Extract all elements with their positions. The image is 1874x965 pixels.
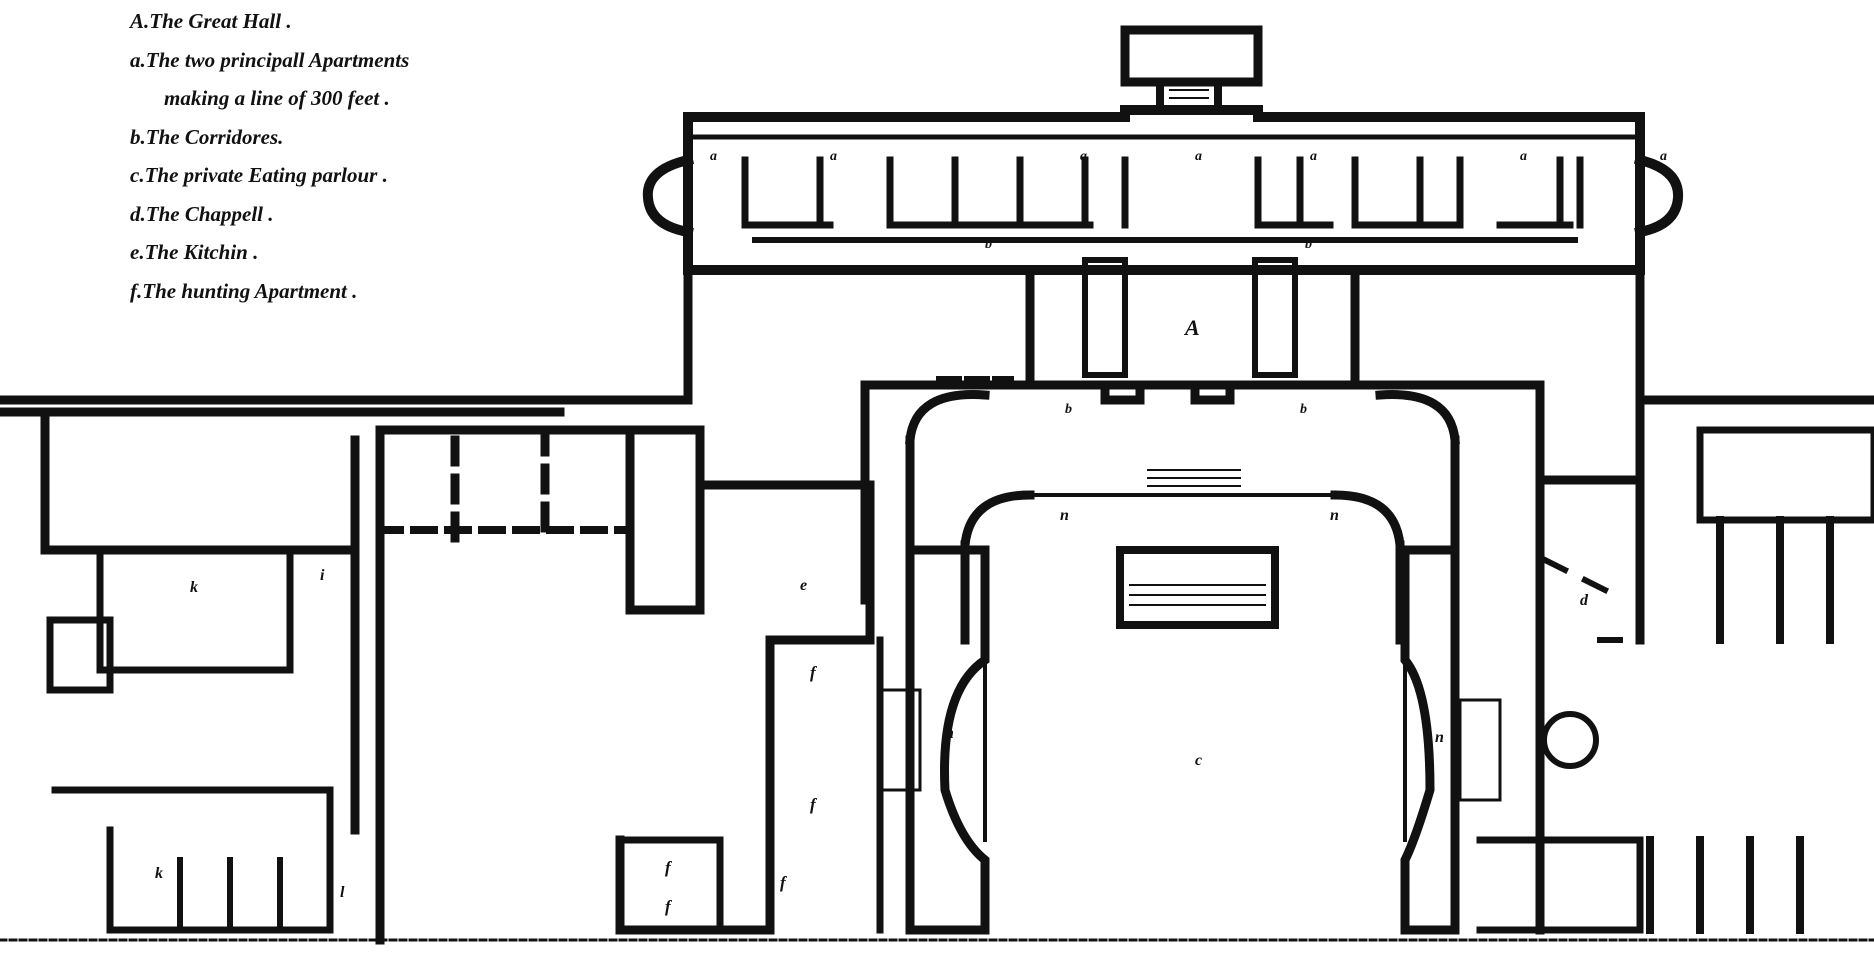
label-hunting: f [810,663,818,682]
east-service-wing [1476,265,1874,935]
forecourt-wings [878,545,1502,935]
label-hunting: f [810,795,818,814]
label-corridor: b [1305,237,1312,252]
label-n: n [1330,507,1339,524]
label-k: k [155,865,163,882]
label-l: l [340,884,345,901]
label-n: n [1435,729,1444,746]
north-portico [1120,25,1263,114]
quadrant-colonnades [860,376,1545,645]
legend-item: a.The two principall Apartments [130,47,410,72]
label-i: i [320,567,325,584]
entrance-steps [1116,469,1279,629]
partitions [741,156,1584,229]
label-apartment: a [710,149,717,164]
legend: A.The Great Hall . a.The two principall … [130,2,409,310]
label-parlour: c [1195,752,1202,769]
main-range-walls [642,105,1684,275]
label-apartment: a [1660,149,1667,164]
label-apartment: a [1080,149,1087,164]
label-hunting: f [665,858,673,877]
label-n: n [945,725,954,742]
legend-item: e.The Kitchin . [130,240,259,264]
label-apartment: a [830,149,837,164]
label-apartment: a [1310,149,1317,164]
label-hunting: f [665,897,673,916]
label-corridor: b [1065,402,1072,417]
label-hunting: f [780,873,788,892]
label-n: n [1060,507,1069,524]
label-apartment: a [1520,149,1527,164]
label-corridor: b [1300,402,1307,417]
room-letters: A a a a a a a a b b b b c d e f f f f f … [155,149,1667,916]
label-k: k [190,579,198,596]
legend-item: b.The Corridores. [130,124,284,149]
label-great-hall: A [1183,315,1200,340]
label-corridor: b [985,237,992,252]
legend-item: f.The hunting Apartment . [130,278,358,303]
west-service-wing [0,265,884,945]
label-kitchen: e [800,577,807,594]
legend-item: c.The private Eating parlour . [130,163,388,187]
label-chapel: d [1580,592,1589,609]
legend-item: making a line of 300 feet . [164,86,390,110]
label-apartment: a [1195,149,1202,164]
legend-item: A.The Great Hall . [130,9,292,33]
legend-item: d.The Chappell . [130,201,274,226]
